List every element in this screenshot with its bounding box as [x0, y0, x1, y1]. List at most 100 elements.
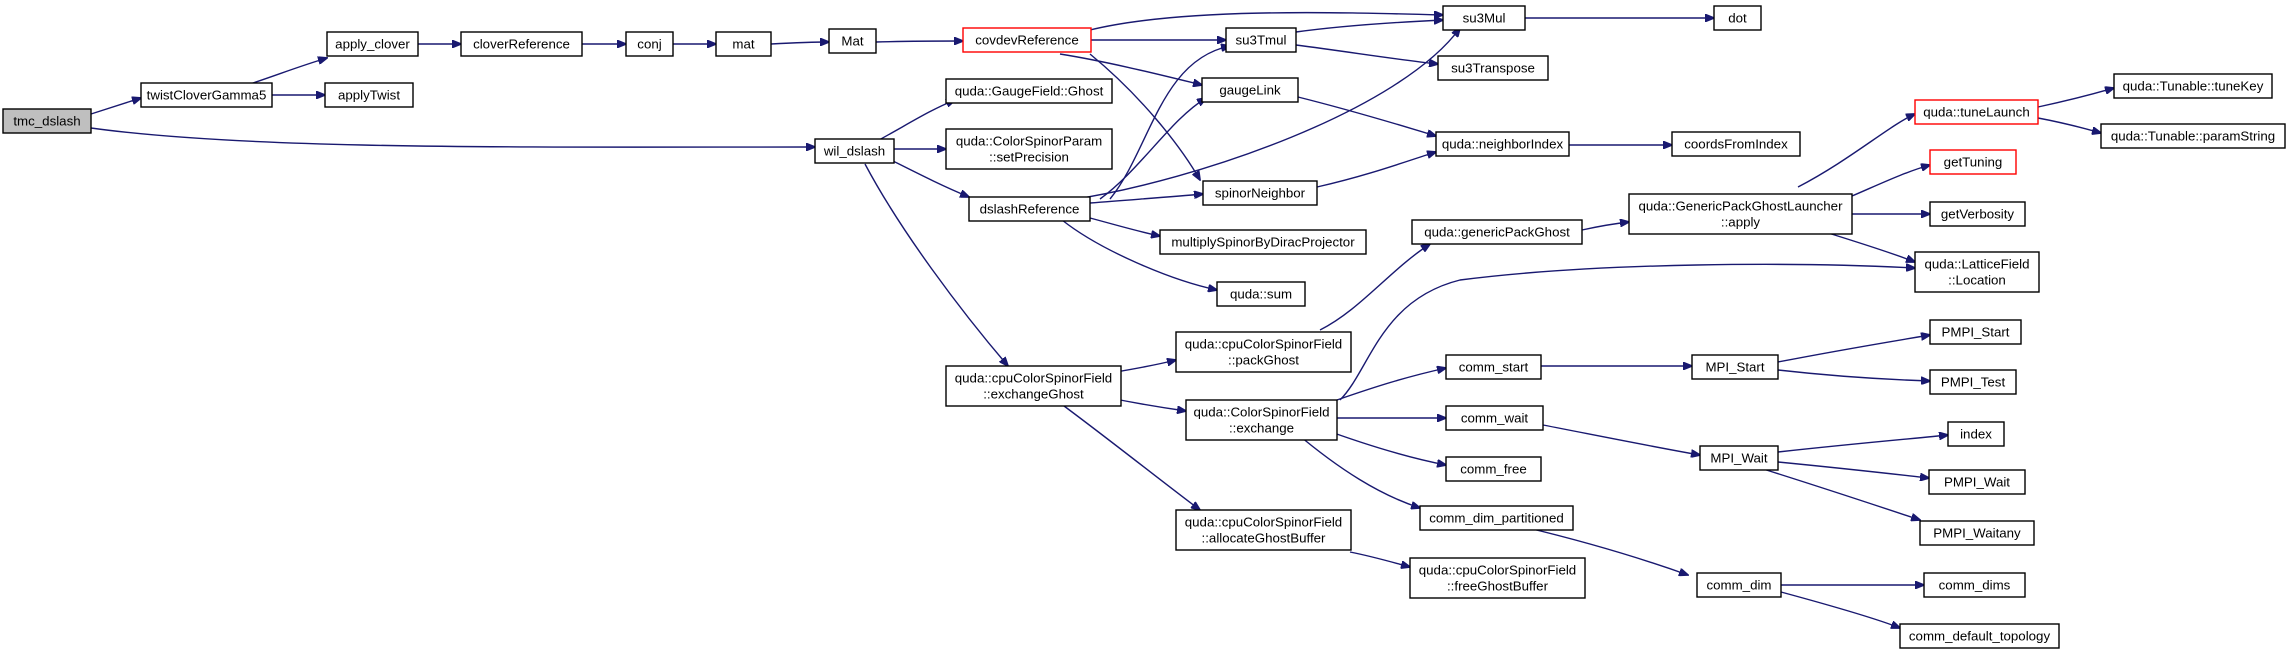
edge-dslash-to-su3Mul [1069, 28, 1460, 201]
node-comm-start[interactable]: comm_start [1445, 354, 1542, 380]
node-label: PMPI_Start [1942, 325, 2010, 340]
node-cpuColorSpinorField-exchangeGhost[interactable]: quda::cpuColorSpinorField::exchangeGhost [945, 365, 1122, 407]
node-su3Tmul[interactable]: su3Tmul [1225, 27, 1297, 53]
nodes-layer: tmc_dslash twistCloverGamma5 apply_clove… [2, 5, 2286, 649]
node-spinorNeighbor[interactable]: spinorNeighbor [1202, 180, 1318, 206]
node-LatticeField-Location[interactable]: quda::LatticeField::Location [1914, 251, 2040, 293]
node-label: quda::GenericPackGhostLauncher [1638, 199, 1843, 214]
node-label: quda::ColorSpinorField [1193, 405, 1329, 420]
node-label: ::exchange [1229, 421, 1294, 436]
node-PMPI-Start[interactable]: PMPI_Start [1929, 319, 2022, 345]
node-box [460, 31, 583, 57]
node-box [1411, 219, 1583, 245]
edge-allocateGhostBuffer-to-freeGhostBuffer [1349, 551, 1410, 567]
node-getTuning[interactable]: getTuning [1929, 149, 2017, 175]
node-applyTwist[interactable]: applyTwist [324, 82, 414, 108]
edge-tuneLaunch-to-paramString [2037, 117, 2101, 133]
node-tuneLaunch[interactable]: quda::tuneLaunch [1914, 99, 2039, 125]
node-twistCloverGamma5[interactable]: twistCloverGamma5 [140, 82, 273, 108]
node-MPI-Wait[interactable]: MPI_Wait [1699, 445, 1779, 471]
node-comm-wait[interactable]: comm_wait [1445, 405, 1544, 431]
node-box [1419, 505, 1574, 531]
node-ColorSpinorField-exchange[interactable]: quda::ColorSpinorField::exchange [1185, 399, 1338, 441]
node-comm-default-topology[interactable]: comm_default_topology [1899, 623, 2060, 649]
node-gaugeLink[interactable]: gaugeLink [1201, 77, 1299, 103]
node-label: quda::sum [1230, 287, 1292, 302]
node-label: quda::neighborIndex [1442, 137, 1564, 152]
node-box [968, 196, 1091, 222]
node-label: getVerbosity [1941, 207, 2015, 222]
node-mat[interactable]: mat [715, 31, 772, 57]
edge-MPI-Wait-to-PMPI-Wait [1777, 461, 1929, 478]
node-GaugeField-Ghost[interactable]: quda::GaugeField::Ghost [945, 78, 1113, 104]
node-GenericPackGhostLauncher-apply[interactable]: quda::GenericPackGhostLauncher::apply [1628, 193, 1853, 235]
node-cloverReference[interactable]: cloverReference [460, 31, 583, 57]
node-PMPI-Wait[interactable]: PMPI_Wait [1928, 469, 2026, 495]
edge-comm-dim-partitioned-to-comm-dim [1519, 525, 1688, 575]
node-dslashReference[interactable]: dslashReference [968, 196, 1091, 222]
node-label: ::apply [1721, 215, 1761, 230]
node-Mat[interactable]: Mat [828, 28, 877, 54]
node-label: comm_dim_partitioned [1429, 511, 1564, 526]
node-box [2, 108, 92, 134]
node-index[interactable]: index [1947, 421, 2005, 447]
node-label: wil_dslash [823, 144, 885, 159]
edge-tuneLaunch-to-tuneKey [2037, 88, 2114, 108]
node-label: conj [637, 37, 661, 52]
node-tmc-dslash[interactable]: tmc_dslash [2, 108, 92, 134]
node-box [2100, 123, 2286, 149]
edge-spinorNeighbor-to-neighborIndex [1316, 152, 1436, 188]
node-label: su3Tmul [1236, 33, 1287, 48]
node-cpuColorSpinorField-allocateGhostBuffer[interactable]: quda::cpuColorSpinorField::allocateGhost… [1175, 509, 1352, 551]
node-label: index [1960, 427, 1992, 442]
edge-packGhost-to-genericPackGhost [1319, 244, 1430, 331]
edge-su3Tmul-to-su3Transpose [1295, 44, 1438, 64]
node-label: MPI_Wait [1710, 451, 1767, 466]
node-label: Mat [841, 34, 863, 49]
node-cpuColorSpinorField-packGhost[interactable]: quda::cpuColorSpinorField::packGhost [1175, 331, 1352, 373]
edge-genericPackGhost-to-launcher [1581, 222, 1629, 231]
node-neighborIndex[interactable]: quda::neighborIndex [1435, 131, 1570, 157]
node-cpuColorSpinorField-freeGhostBuffer[interactable]: quda::cpuColorSpinorField::freeGhostBuff… [1409, 557, 1586, 599]
node-label: dslashReference [980, 202, 1080, 217]
edge-gaugeLink-to-neighborIndex [1297, 96, 1436, 136]
node-PMPI-Test[interactable]: PMPI_Test [1929, 369, 2017, 395]
node-label: multiplySpinorByDiracProjector [1171, 235, 1355, 250]
node-getVerbosity[interactable]: getVerbosity [1929, 201, 2026, 227]
node-comm-dim[interactable]: comm_dim [1696, 572, 1782, 598]
node-apply-clover[interactable]: apply_clover [326, 31, 419, 57]
edge-wil-to-GaugeField-Ghost [878, 100, 955, 141]
node-comm-dims[interactable]: comm_dims [1923, 572, 2026, 598]
node-multiplySpinorByDiracProjector[interactable]: multiplySpinorByDiracProjector [1159, 229, 1367, 255]
node-PMPI-Waitany[interactable]: PMPI_Waitany [1919, 520, 2035, 546]
node-genericPackGhost[interactable]: quda::genericPackGhost [1411, 219, 1583, 245]
node-box [1225, 27, 1297, 53]
node-dot[interactable]: dot [1713, 5, 1762, 31]
node-MPI-Start[interactable]: MPI_Start [1691, 354, 1779, 380]
node-ColorSpinorParam-setPrecision[interactable]: quda::ColorSpinorParam::setPrecision [945, 128, 1113, 170]
node-su3Transpose[interactable]: su3Transpose [1437, 55, 1549, 81]
node-label: cloverReference [473, 37, 570, 52]
node-box [140, 82, 273, 108]
node-label: quda::Tunable::tuneKey [2123, 79, 2264, 94]
node-box [715, 31, 772, 57]
node-label: su3Mul [1463, 11, 1506, 26]
node-conj[interactable]: conj [625, 31, 674, 57]
node-box [1899, 623, 2060, 649]
node-label: PMPI_Waitany [1933, 526, 2021, 541]
node-wil-dslash[interactable]: wil_dslash [814, 138, 895, 164]
node-label: quda::cpuColorSpinorField [1185, 337, 1342, 352]
node-box [1696, 572, 1782, 598]
node-quda-sum[interactable]: quda::sum [1216, 281, 1306, 307]
node-Tunable-paramString[interactable]: quda::Tunable::paramString [2100, 123, 2286, 149]
node-label: coordsFromIndex [1684, 137, 1788, 152]
node-comm-free[interactable]: comm_free [1445, 456, 1542, 482]
edges-layer [90, 13, 2114, 628]
node-comm-dim-partitioned[interactable]: comm_dim_partitioned [1419, 505, 1574, 531]
edge-exchange-to-Location [1339, 264, 1915, 401]
node-su3Mul[interactable]: su3Mul [1442, 5, 1526, 31]
node-Tunable-tuneKey[interactable]: quda::Tunable::tuneKey [2113, 73, 2273, 99]
node-covdevReference[interactable]: covdevReference [962, 27, 1092, 53]
node-coordsFromIndex[interactable]: coordsFromIndex [1671, 131, 1801, 157]
